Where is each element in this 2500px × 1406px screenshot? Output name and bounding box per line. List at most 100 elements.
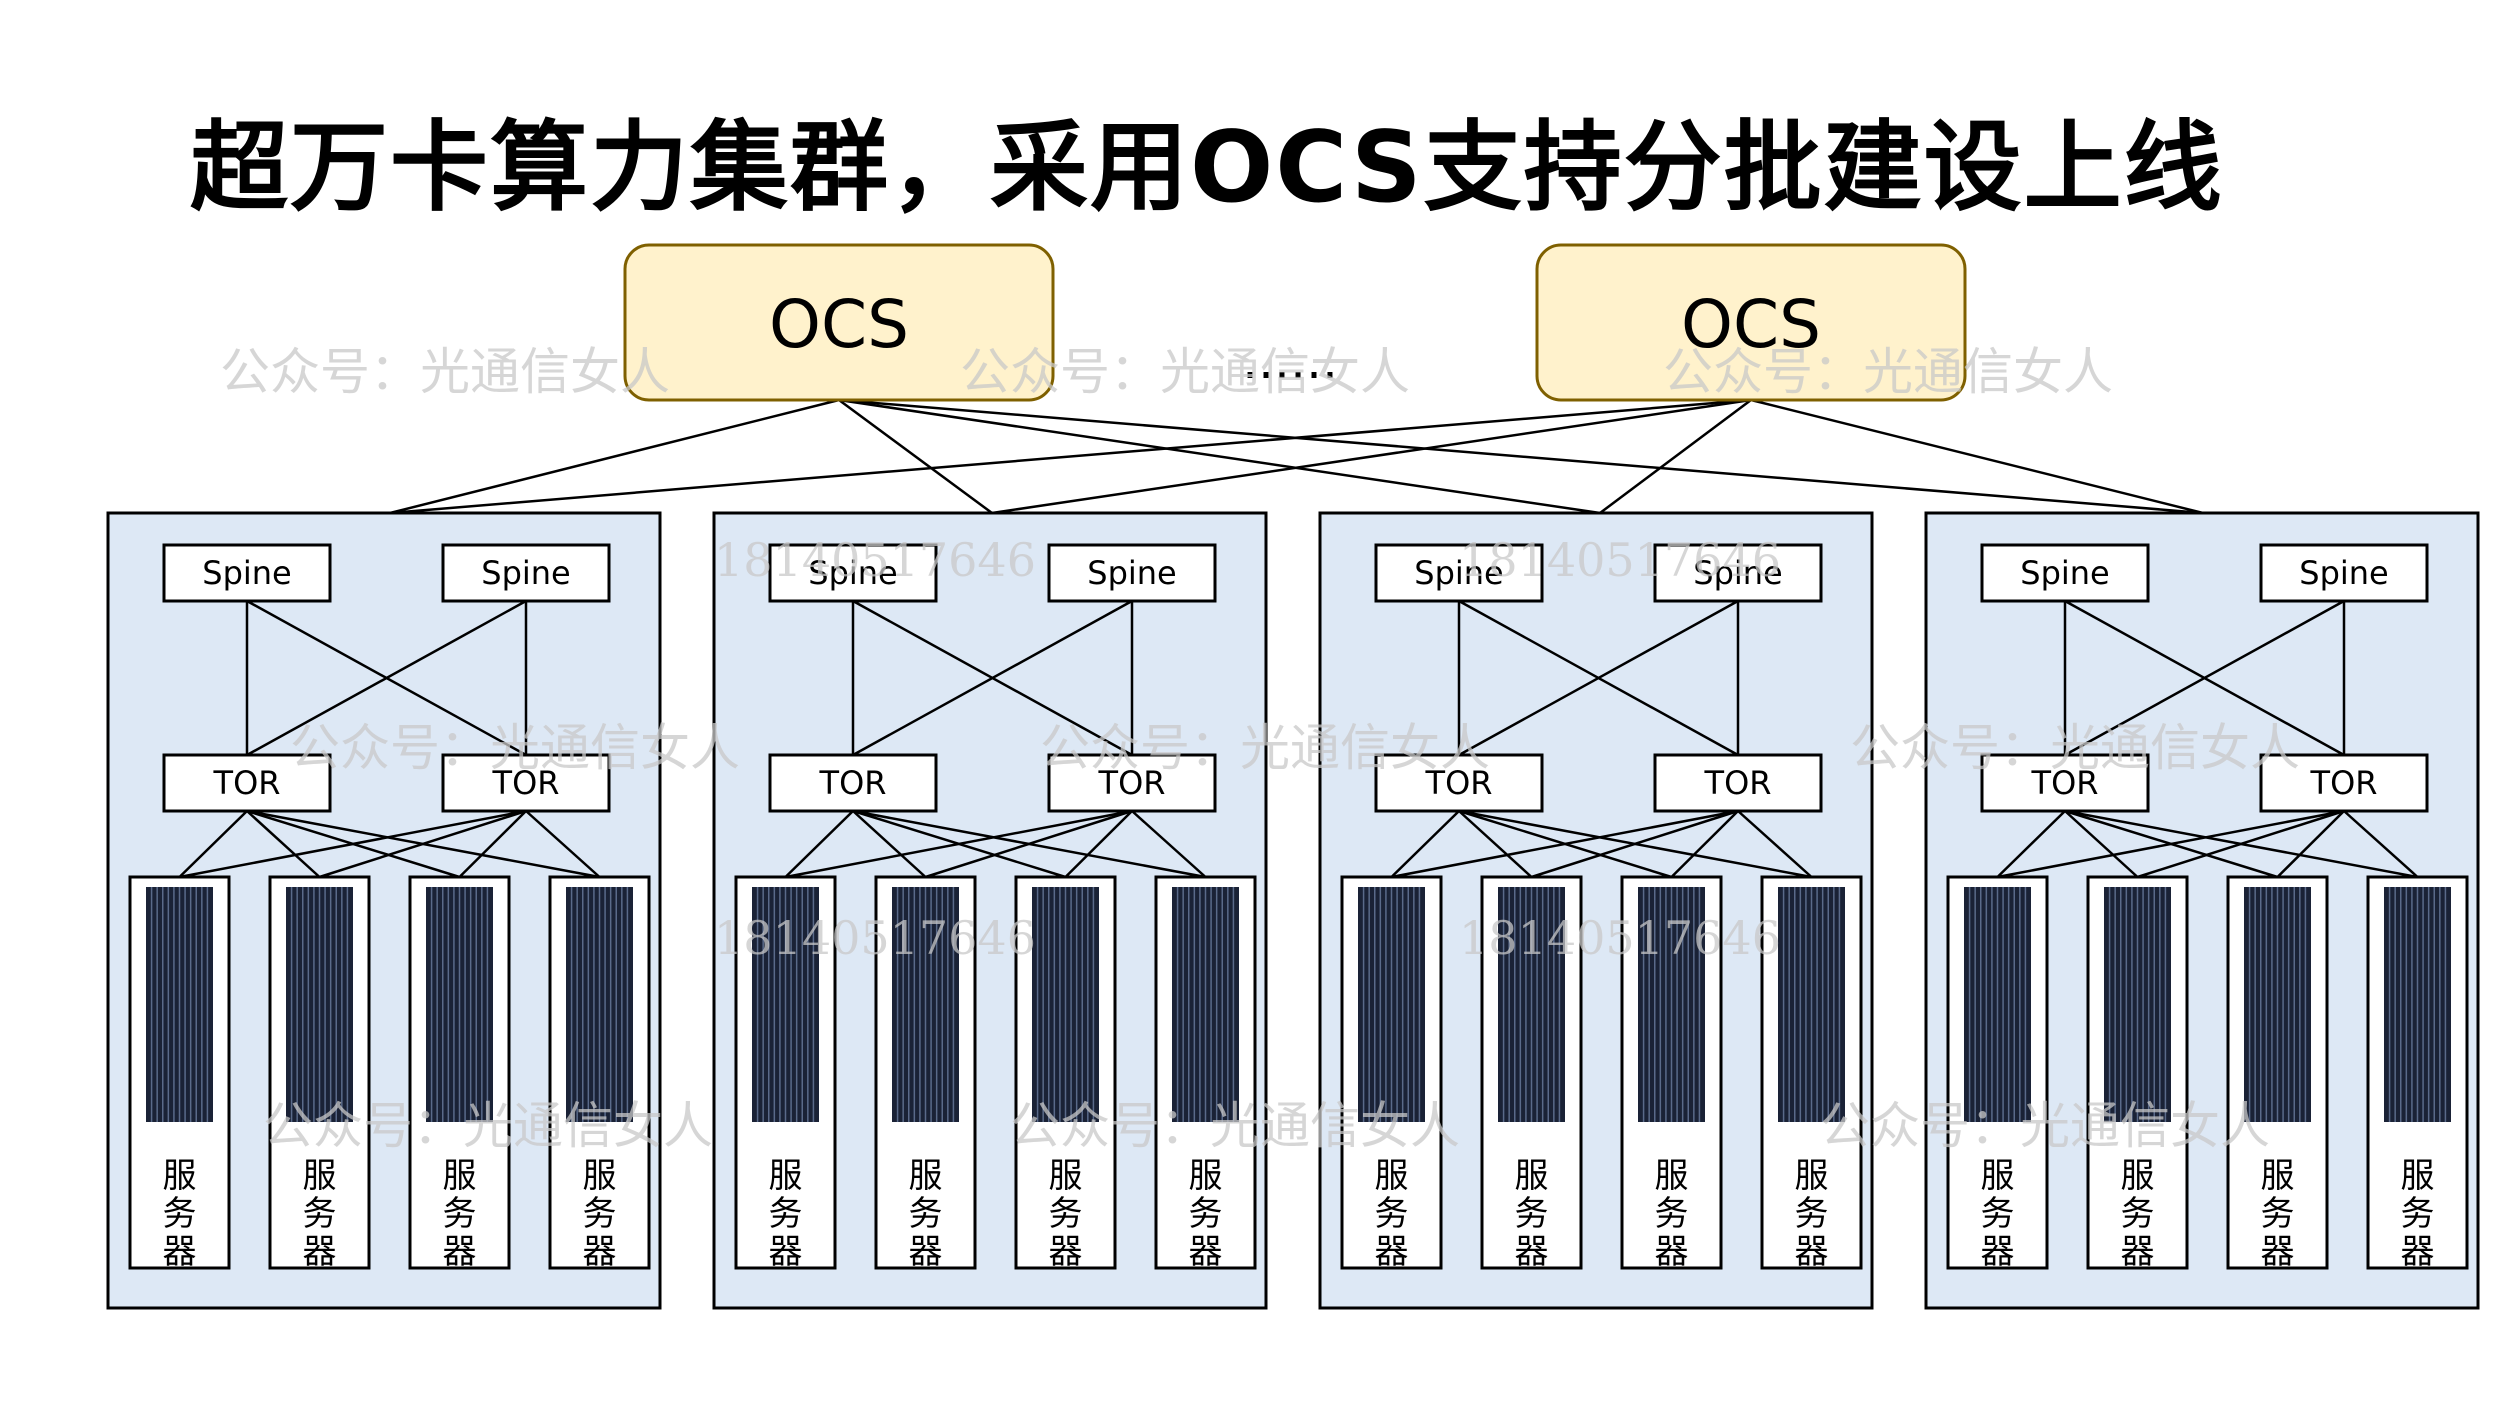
tor-switch bbox=[1374, 753, 1544, 813]
tor-server-link bbox=[1458, 810, 1533, 878]
tor-server-link bbox=[2137, 809, 2345, 879]
tor-server-link bbox=[179, 809, 527, 879]
server-label-char: 务 bbox=[583, 1194, 617, 1234]
spine-label: Spine bbox=[1414, 554, 1503, 592]
ocs-links-layer bbox=[389, 398, 2204, 515]
tor-label: TOR bbox=[1425, 764, 1493, 802]
watermark-account: 公众号：光通信女人 bbox=[1820, 1097, 2270, 1155]
ocs-pod-link bbox=[1599, 398, 1752, 515]
spine-label: Spine bbox=[202, 554, 291, 592]
server-label-char: 服 bbox=[769, 1156, 803, 1196]
ocs-pod-link bbox=[838, 398, 2204, 515]
server-label-char: 器 bbox=[2261, 1232, 2295, 1272]
server-label-char: 务 bbox=[2401, 1194, 2435, 1234]
server-label-char: 务 bbox=[303, 1194, 337, 1234]
server: 服务器 bbox=[1154, 875, 1257, 1272]
server-label-char: 务 bbox=[909, 1194, 943, 1234]
server-label-char: 服 bbox=[2401, 1156, 2435, 1196]
server: 服务器 bbox=[2086, 875, 2189, 1272]
ocs-pod-link bbox=[991, 398, 1752, 515]
ocs-pod-link bbox=[838, 398, 1601, 515]
spine-switch bbox=[768, 543, 938, 603]
server-label-char: 服 bbox=[1981, 1156, 2015, 1196]
spine-switch bbox=[1374, 543, 1544, 603]
server-label-char: 务 bbox=[443, 1194, 477, 1234]
server: 服务器 bbox=[128, 875, 231, 1272]
tor-server-link bbox=[1737, 810, 1813, 878]
spine-switch bbox=[2259, 543, 2429, 603]
server-label-char: 服 bbox=[303, 1156, 337, 1196]
server-label-char: 务 bbox=[1981, 1194, 2015, 1234]
watermark-account: 公众号：光通信女人 bbox=[1850, 719, 2300, 777]
server: 服务器 bbox=[1760, 875, 1863, 1272]
watermark-account: 公众号：光通信女人 bbox=[290, 719, 740, 777]
tor-server-link bbox=[178, 810, 248, 878]
server-label-char: 服 bbox=[1515, 1156, 1549, 1196]
ocs-switch bbox=[623, 243, 1055, 402]
server-label-char: 器 bbox=[443, 1232, 477, 1272]
tor-server-link bbox=[925, 809, 1133, 879]
server-label-char: 器 bbox=[909, 1232, 943, 1272]
server: 服务器 bbox=[548, 875, 651, 1272]
tor-label: TOR bbox=[2310, 764, 2378, 802]
watermark-account: 公众号：光通信女人 bbox=[1010, 1097, 1460, 1155]
spine-label: Spine bbox=[808, 554, 897, 592]
server-label-char: 器 bbox=[1189, 1232, 1223, 1272]
server-label-char: 务 bbox=[1375, 1194, 1409, 1234]
server-label-char: 服 bbox=[909, 1156, 943, 1196]
tor-switch bbox=[1653, 753, 1823, 813]
watermark-phone: 18140517646 bbox=[1459, 533, 1781, 587]
tor-switch bbox=[162, 753, 332, 813]
server: 服务器 bbox=[1014, 875, 1117, 1272]
ocs-separator-ellipsis: …… bbox=[1242, 334, 1338, 390]
server-label-char: 器 bbox=[1515, 1232, 1549, 1272]
server-label-char: 服 bbox=[1655, 1156, 1689, 1196]
server-label-char: 服 bbox=[1375, 1156, 1409, 1196]
server: 服务器 bbox=[1340, 875, 1443, 1272]
server: 服务器 bbox=[268, 875, 371, 1272]
ocs-label: OCS bbox=[1681, 286, 1821, 363]
tor-server-link bbox=[1670, 810, 1739, 878]
tor-server-link bbox=[1997, 809, 2345, 879]
tor-server-link bbox=[852, 810, 927, 878]
server: 服务器 bbox=[734, 875, 837, 1272]
server-label-char: 务 bbox=[163, 1194, 197, 1234]
server: 服务器 bbox=[1946, 875, 2049, 1272]
ocs-pod-link bbox=[838, 398, 993, 515]
watermark-account: 公众号：光通信女人 bbox=[263, 1097, 713, 1155]
tor-server-link bbox=[319, 809, 527, 879]
server-label-char: 务 bbox=[1049, 1194, 1083, 1234]
server-label-char: 务 bbox=[1655, 1194, 1689, 1234]
server: 服务器 bbox=[874, 875, 977, 1272]
watermark-phone: 18140517646 bbox=[714, 911, 1036, 965]
tor-server-link bbox=[1131, 810, 1207, 878]
server-label-char: 器 bbox=[163, 1232, 197, 1272]
server-label-char: 服 bbox=[443, 1156, 477, 1196]
tor-label: TOR bbox=[1098, 764, 1166, 802]
server-label-char: 务 bbox=[1515, 1194, 1549, 1234]
tor-label: TOR bbox=[1704, 764, 1772, 802]
spine-label: Spine bbox=[1087, 554, 1176, 592]
server: 服务器 bbox=[2226, 875, 2329, 1272]
spine-label: Spine bbox=[1693, 554, 1782, 592]
server-label-char: 服 bbox=[163, 1156, 197, 1196]
tor-server-link bbox=[525, 810, 601, 878]
tor-server-link bbox=[1064, 810, 1133, 878]
tor-switch bbox=[441, 753, 611, 813]
spine-tor-link bbox=[2064, 599, 2345, 757]
server-label-char: 务 bbox=[1795, 1194, 1829, 1234]
server-label-char: 服 bbox=[1189, 1156, 1223, 1196]
tor-server-link bbox=[785, 809, 1133, 879]
ocs-label: OCS bbox=[769, 286, 909, 363]
spine-tor-link bbox=[852, 599, 1133, 757]
spine-tor-link bbox=[246, 599, 527, 757]
tor-switch bbox=[768, 753, 938, 813]
spine-switch bbox=[162, 543, 332, 603]
tor-server-link bbox=[2276, 810, 2345, 878]
server-label-char: 器 bbox=[1375, 1232, 1409, 1272]
